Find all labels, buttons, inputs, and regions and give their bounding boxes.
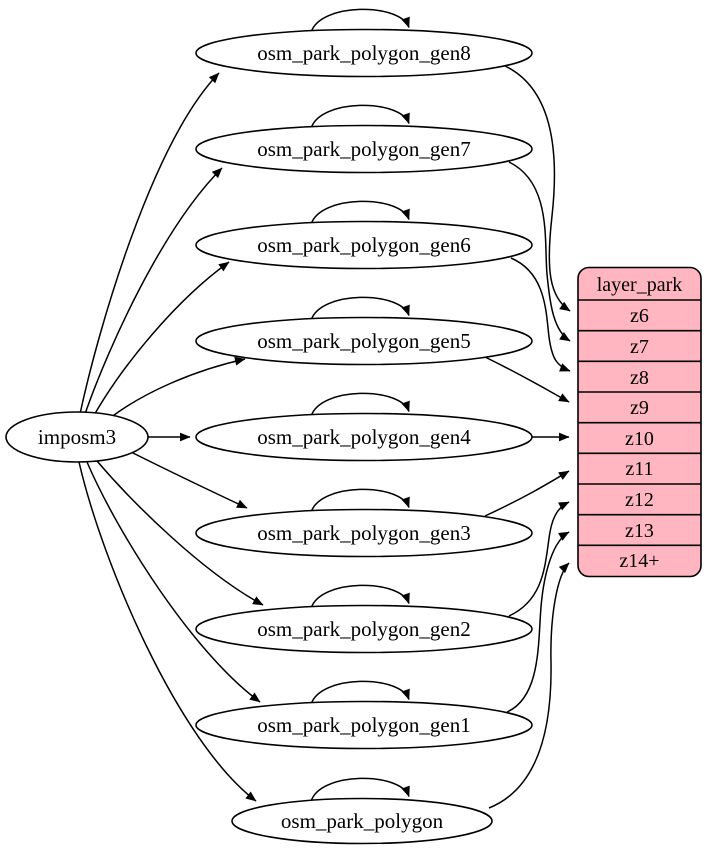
self-loop-osm-park-polygon-gen5	[310, 296, 410, 321]
edge-osm-park-polygon-gen6-to-z8	[510, 257, 571, 372]
osm-park-polygon-gen8-ellipse	[195, 28, 533, 78]
table-row-z10: z10	[625, 428, 654, 450]
node-osm-park-polygon-gen3: osm_park_polygon_gen3	[195, 508, 533, 558]
osm-park-polygon-gen6-label: osm_park_polygon_gen6	[257, 233, 470, 257]
edge-osm-park-polygon-gen1-to-z13	[506, 531, 570, 713]
self-loop-osm-park-polygon-gen7	[310, 104, 410, 129]
edge-imposm3-to-osm-park-polygon-gen6	[92, 261, 230, 418]
node-imposm3: imposm3	[5, 411, 149, 463]
nodes: imposm3 osm_park_polygon_gen8 osm_park_p…	[5, 28, 533, 845]
osm-park-polygon-gen1-ellipse	[195, 700, 533, 750]
edge-imposm3-to-osm-park-polygon-gen8	[79, 72, 220, 415]
self-loop-osm-park-polygon-gen6	[310, 200, 410, 225]
osm-park-polygon-gen5-label: osm_park_polygon_gen5	[257, 329, 470, 353]
table-row-z8: z8	[630, 367, 649, 389]
self-loop-osm-park-polygon	[310, 777, 410, 802]
imposm3-ellipse	[5, 411, 149, 463]
edge-osm-park-polygon-gen2-to-z12	[508, 501, 570, 617]
self-loop-osm-park-polygon-gen3	[310, 488, 410, 513]
osm-park-polygon-gen2-ellipse	[195, 604, 533, 654]
edge-imposm3-to-osm-park-polygon-gen3	[130, 451, 248, 509]
osm-park-polygon-gen4-ellipse	[195, 412, 533, 462]
self-loops	[310, 8, 410, 802]
edges-from-source	[78, 72, 264, 802]
table-row-z13: z13	[625, 520, 654, 542]
table-row-z14: z14+	[619, 550, 659, 572]
edge-osm-park-polygon-gen5-to-z9	[484, 356, 570, 403]
table-row-z6: z6	[630, 305, 649, 327]
node-osm-park-polygon-gen1: osm_park_polygon_gen1	[195, 700, 533, 750]
edge-imposm3-to-osm-park-polygon-gen1	[86, 461, 261, 703]
osm-park-polygon-gen5-ellipse	[195, 316, 533, 366]
osm-park-polygon-gen4-label: osm_park_polygon_gen4	[257, 425, 471, 449]
self-loop-osm-park-polygon-gen2	[310, 584, 410, 609]
osm-park-polygon-gen8-label: osm_park_polygon_gen8	[257, 41, 470, 65]
edges-to-layer-table	[484, 65, 571, 809]
node-osm-park-polygon-gen6: osm_park_polygon_gen6	[195, 220, 533, 270]
node-osm-park-polygon-gen4: osm_park_polygon_gen4	[195, 412, 533, 462]
edge-osm-park-polygon-gen7-to-z7	[508, 161, 571, 342]
osm-park-polygon-gen7-ellipse	[195, 124, 533, 174]
osm-park-polygon-gen7-label: osm_park_polygon_gen7	[257, 137, 470, 161]
self-loop-osm-park-polygon-gen4	[310, 392, 410, 417]
osm-park-polygon-label: osm_park_polygon	[281, 809, 444, 833]
edge-imposm3-to-osm-park-polygon	[78, 461, 257, 802]
table-row-z9: z9	[630, 397, 649, 419]
node-osm-park-polygon: osm_park_polygon	[231, 797, 493, 845]
node-osm-park-polygon-gen5: osm_park_polygon_gen5	[195, 316, 533, 366]
edge-osm-park-polygon-to-z14	[488, 562, 570, 809]
osm-park-polygon-gen3-ellipse	[195, 508, 533, 558]
osm-park-polygon-gen3-label: osm_park_polygon_gen3	[257, 521, 470, 545]
imposm3-label: imposm3	[38, 425, 116, 449]
osm-park-polygon-gen2-label: osm_park_polygon_gen2	[257, 617, 470, 641]
osm-park-polygon-gen6-ellipse	[195, 220, 533, 270]
self-loop-osm-park-polygon-gen8	[310, 8, 410, 33]
node-osm-park-polygon-gen2: osm_park_polygon_gen2	[195, 604, 533, 654]
edge-osm-park-polygon-gen8-to-z6	[504, 65, 571, 312]
osm-park-polygon-gen1-label: osm_park_polygon_gen1	[257, 713, 470, 737]
self-loop-osm-park-polygon-gen1	[310, 680, 410, 705]
node-osm-park-polygon-gen7: osm_park_polygon_gen7	[195, 124, 533, 174]
layer-park-table-title: layer_park	[597, 274, 683, 296]
edge-imposm3-to-osm-park-polygon-gen2	[96, 460, 264, 606]
table-row-z7: z7	[630, 336, 649, 358]
table-row-z11: z11	[625, 458, 653, 480]
layer-park-table: layer_park z6 z7 z8 z9 z10 z11 z12 z13 z…	[577, 266, 702, 578]
edge-imposm3-to-osm-park-polygon-gen7	[84, 167, 223, 415]
osm-park-polygon-ellipse	[231, 797, 493, 845]
node-osm-park-polygon-gen8: osm_park_polygon_gen8	[195, 28, 533, 78]
edge-imposm3-to-osm-park-polygon-gen5	[104, 356, 246, 423]
table-row-z12: z12	[625, 489, 654, 511]
edge-osm-park-polygon-gen3-to-z11	[484, 470, 570, 517]
